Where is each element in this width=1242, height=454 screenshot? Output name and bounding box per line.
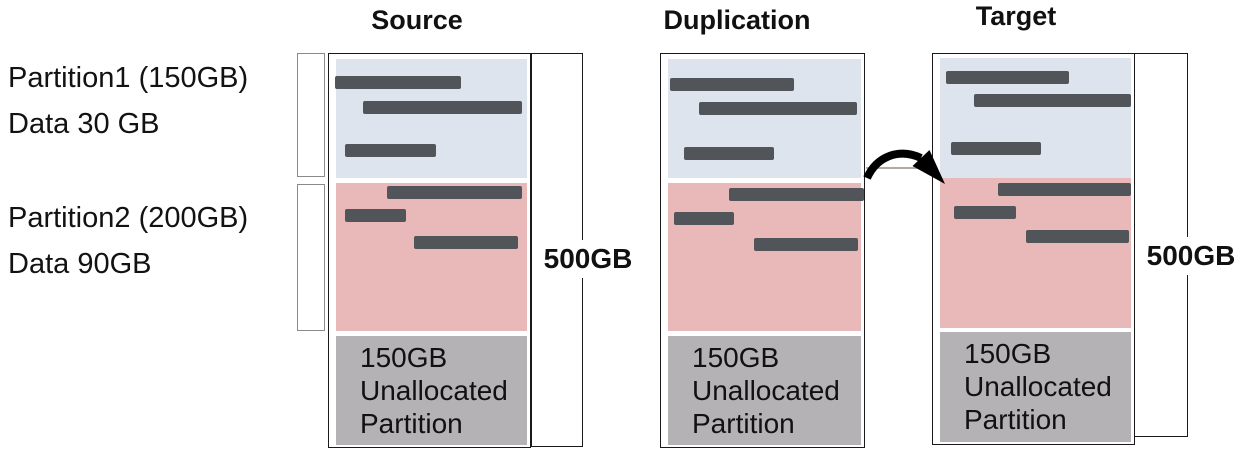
data-block xyxy=(387,186,522,199)
data-block xyxy=(954,206,1016,219)
target-unallocated-region: 150GB Unallocated Partition xyxy=(940,332,1131,442)
duplication-column-heading: Duplication xyxy=(663,5,811,35)
data-block xyxy=(974,94,1131,107)
data-block xyxy=(335,76,461,89)
data-block xyxy=(951,142,1041,155)
source-disk: 150GB Unallocated Partition xyxy=(328,53,531,448)
duplication-connector-line xyxy=(866,167,936,169)
target-disk: 150GB Unallocated Partition xyxy=(932,53,1135,445)
data-block xyxy=(345,209,406,222)
source-capacity-label: 500GB xyxy=(536,240,640,278)
duplication-unallocated-region: 150GB Unallocated Partition xyxy=(668,336,861,445)
target-partition2-region xyxy=(940,178,1131,328)
target-partition1-region xyxy=(940,58,1131,178)
unallocated-label-line: 150GB xyxy=(964,338,1052,369)
unallocated-label-line: Unallocated xyxy=(692,374,840,406)
unallocated-label-line: Partition xyxy=(360,407,463,439)
source-column-heading: Source xyxy=(371,5,463,35)
duplication-partition1-region xyxy=(668,59,861,178)
duplication-disk: 150GB Unallocated Partition xyxy=(660,53,865,448)
data-block xyxy=(729,188,864,201)
unallocated-label-line: Unallocated xyxy=(964,370,1112,402)
partition2-data-label: Data 90GB xyxy=(8,248,152,280)
target-capacity-label: 500GB xyxy=(1139,237,1242,275)
unallocated-label-line: Partition xyxy=(964,403,1067,435)
data-block xyxy=(674,212,734,225)
data-block xyxy=(946,71,1069,84)
partition2-size-label: Partition2 (200GB) xyxy=(8,202,249,234)
copy-arrow-icon xyxy=(863,149,945,184)
partition1-data-label: Data 30 GB xyxy=(8,108,160,140)
data-block xyxy=(998,183,1131,196)
partition2-bracket xyxy=(297,184,325,331)
source-partition2-region xyxy=(336,183,527,331)
data-block xyxy=(1026,230,1129,243)
data-block xyxy=(754,238,858,251)
data-block xyxy=(414,236,518,249)
unallocated-label-line: Partition xyxy=(692,407,795,439)
data-block xyxy=(670,78,794,91)
source-unallocated-region: 150GB Unallocated Partition xyxy=(336,336,527,445)
unallocated-label-line: 150GB xyxy=(360,342,448,373)
partition1-bracket xyxy=(297,53,325,177)
source-partition1-region xyxy=(335,59,527,178)
data-block xyxy=(699,102,857,115)
duplication-partition2-region xyxy=(668,183,864,331)
data-block xyxy=(345,144,436,157)
unallocated-label-line: 150GB xyxy=(692,342,780,373)
target-column-heading: Target xyxy=(975,1,1057,31)
data-block xyxy=(363,101,522,114)
unallocated-label-line: Unallocated xyxy=(360,374,508,406)
partition1-size-label: Partition1 (150GB) xyxy=(8,62,249,94)
data-block xyxy=(684,147,774,160)
